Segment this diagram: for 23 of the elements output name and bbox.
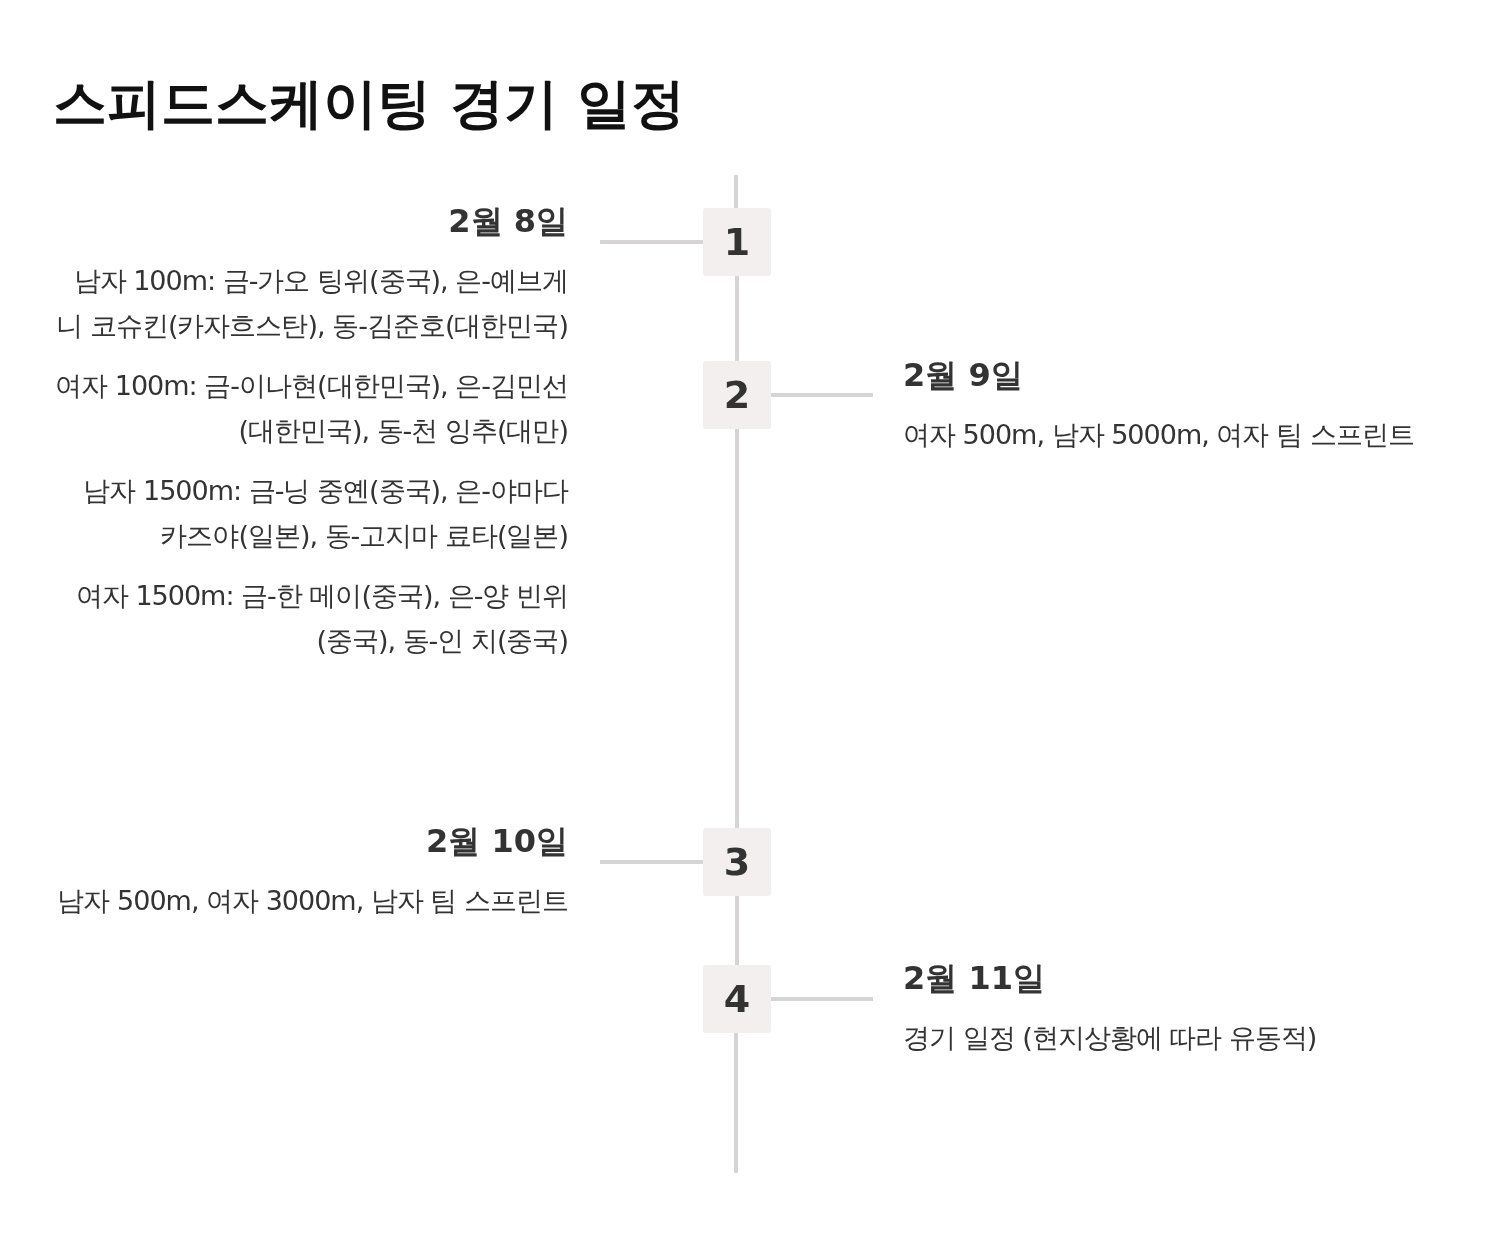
event-description: 여자 500m, 남자 5000m, 여자 팀 스프린트 [903,418,1415,452]
timeline-connector [735,429,739,828]
event-description: 남자 100m: 금-가오 팅위(중국), 은-예브게니 코슈킨(카자흐스탄), 동-김준호(대한민국) [55,264,568,343]
event-description: 여자 100m: 금-이나현(대한민국), 은-김민선(대한민국), 동-천 잉추(대만) [54,369,568,448]
step-marker: 4 [703,965,771,1033]
event-description: 경기 일정 (현지상황에 따라 유동적) [903,1021,1318,1055]
date-heading: 2월 9일 [903,355,1023,396]
page-title: 스피드스케이팅 경기 일정 [53,71,685,137]
connector-line [600,240,703,244]
date-heading: 2월 10일 [426,821,568,862]
event-description: 남자 500m, 여자 3000m, 남자 팀 스프린트 [56,884,568,918]
date-heading: 2월 11일 [903,958,1045,999]
event-description: 남자 1500m: 금-닝 중옌(중국), 은-야마다 카즈야(일본), 동-고지마 료타(일본) [82,474,568,553]
step-marker: 2 [703,361,771,429]
timeline-connector [735,276,739,361]
connector-line [600,860,703,864]
timeline-connector [735,896,739,965]
date-heading: 2월 8일 [448,201,568,242]
step-marker: 3 [703,828,771,896]
connector-line [771,393,873,397]
event-description: 여자 1500m: 금-한 메이(중국), 은-양 빈위(중국), 동-인 치(중국) [74,579,568,658]
connector-line [771,997,873,1001]
step-marker: 1 [703,208,771,276]
